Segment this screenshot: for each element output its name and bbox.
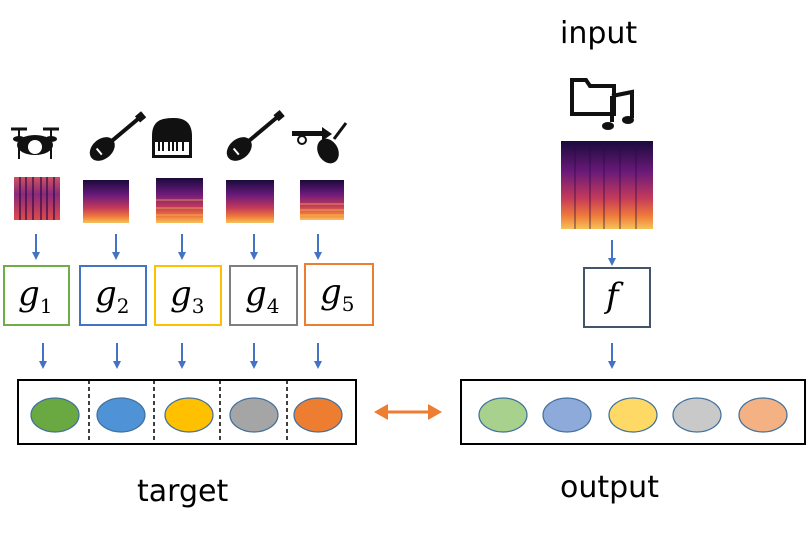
target-embedding-1 <box>30 397 80 433</box>
target-panel-dividers <box>88 380 288 444</box>
target-embedding-3 <box>164 397 214 433</box>
model-label-g2: g2 <box>95 274 130 318</box>
electric-guitar-icon <box>226 109 285 161</box>
piano-icon <box>152 118 192 158</box>
drum-kit-icon <box>11 127 59 159</box>
folder-music-icon <box>570 78 634 130</box>
target-embedding-2 <box>96 397 146 433</box>
output-embedding-4 <box>672 397 722 433</box>
output-embedding-3 <box>608 397 658 433</box>
model-label-g3: g3 <box>170 274 205 318</box>
output-label: output <box>560 470 659 505</box>
target-label: target <box>137 474 229 509</box>
spectrogram-2 <box>83 180 129 223</box>
trumpet-violin-icon <box>292 122 348 164</box>
target-embedding-4 <box>229 397 279 433</box>
input-label: input <box>560 16 638 51</box>
compare-double-arrow <box>374 404 442 420</box>
electric-guitar-icon <box>89 111 147 161</box>
model-box-g3 <box>154 265 222 326</box>
model-box-g1 <box>3 265 70 326</box>
model-label-g1: g1 <box>18 274 53 318</box>
output-embedding-1 <box>478 397 528 433</box>
model-label-g5: g5 <box>320 272 355 316</box>
model-label-f: f <box>606 276 619 316</box>
input-spectrogram <box>561 141 653 229</box>
spectrogram-4 <box>226 180 274 223</box>
model-box-g2 <box>79 265 147 326</box>
output-embedding-2 <box>542 397 592 433</box>
instrument-spectrograms <box>14 177 344 223</box>
flow-arrows <box>32 234 616 369</box>
model-box-g4 <box>229 265 298 326</box>
spectrogram-1 <box>14 177 60 220</box>
spectrogram-5 <box>300 180 344 220</box>
target-embedding-5 <box>293 397 343 433</box>
input-spectrogram-texture <box>574 141 637 229</box>
output-embedding-5 <box>738 397 788 433</box>
model-box-g5 <box>304 263 374 326</box>
model-box-f <box>583 267 651 328</box>
model-label-g4: g4 <box>245 274 280 318</box>
